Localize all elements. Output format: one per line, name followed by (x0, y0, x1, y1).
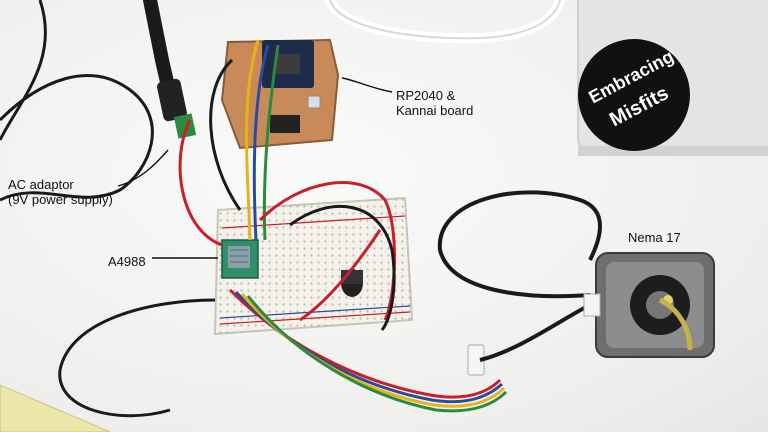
motor-cable-black (479, 303, 591, 362)
rp2040-board (220, 38, 340, 150)
motor-wire-green (246, 295, 508, 413)
wire-red-3 (299, 229, 382, 322)
wire-blue-1 (252, 44, 270, 241)
arrow-ac-adaptor (117, 149, 169, 187)
embracing-misfits-sticker: Embracing Misfits (578, 39, 690, 151)
black-loop (58, 298, 216, 418)
capacitor (341, 269, 363, 297)
a4988-label: A4988 (108, 254, 146, 269)
white-cable-shadow (329, 0, 561, 40)
black-cable-left (0, 74, 154, 202)
wire-black-1 (209, 58, 242, 211)
arrow-rp2040 (341, 77, 393, 93)
wire-black-2 (289, 204, 396, 331)
white-cable (325, 0, 565, 44)
nema17-motor (583, 252, 715, 358)
wire-red-1 (178, 119, 223, 247)
wire-yellow-1 (245, 39, 260, 241)
nema17-label: Nema 17 (628, 230, 681, 245)
yellow-panel (0, 384, 111, 432)
dc-jack (157, 78, 187, 122)
black-cable-top (0, 0, 47, 141)
ac-adaptor-label: AC adaptor (9V power supply) (8, 177, 113, 207)
rp2040-kannai-label: RP2040 & Kannai board (396, 88, 474, 118)
a4988-driver (221, 239, 259, 279)
motor-cable-loop (437, 190, 602, 299)
terminal-block (173, 113, 197, 139)
